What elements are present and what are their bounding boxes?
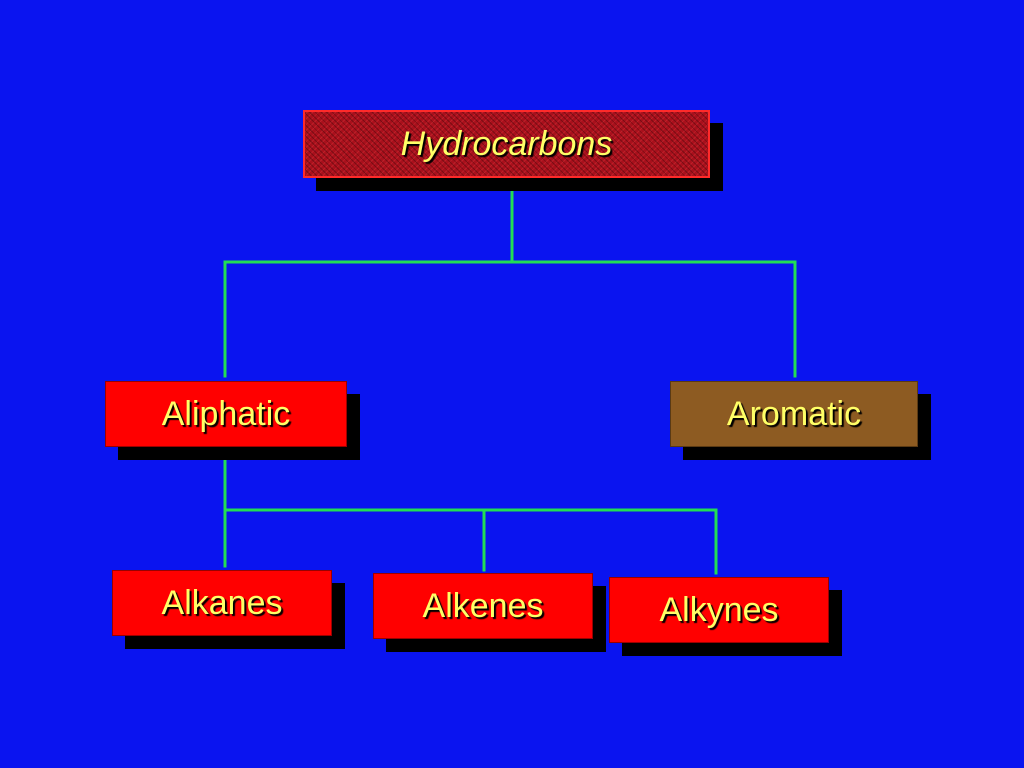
- node-alkynes-label: Alkynes: [659, 590, 779, 629]
- node-alkenes: Alkenes: [373, 573, 593, 639]
- node-aliphatic-label: Aliphatic: [161, 394, 291, 433]
- node-hydrocarbons-label: Hydrocarbons: [400, 124, 613, 163]
- node-hydrocarbons: Hydrocarbons: [303, 110, 710, 178]
- node-aromatic-label: Aromatic: [726, 394, 862, 433]
- node-aliphatic: Aliphatic: [105, 381, 347, 447]
- node-aromatic: Aromatic: [670, 381, 918, 447]
- node-alkenes-label: Alkenes: [422, 586, 544, 625]
- node-alkanes: Alkanes: [112, 570, 332, 636]
- node-alkanes-label: Alkanes: [161, 583, 283, 622]
- node-alkynes: Alkynes: [609, 577, 829, 643]
